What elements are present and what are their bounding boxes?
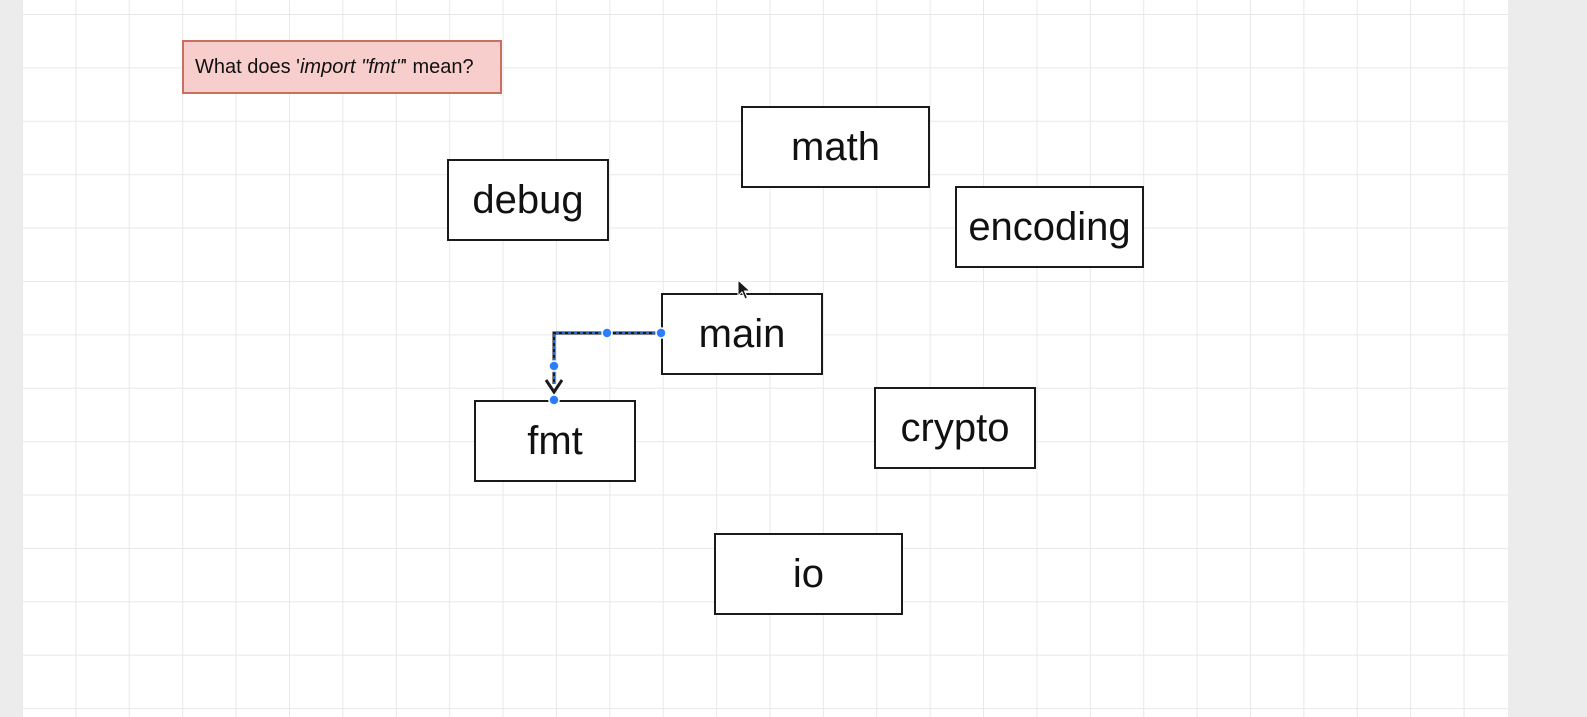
edge-source-handle[interactable]: [655, 327, 667, 339]
node-io-label: io: [792, 551, 825, 596]
node-encoding[interactable]: encoding: [955, 186, 1144, 268]
edge-main-to-fmt-line[interactable]: [552, 331, 661, 384]
diagram-canvas[interactable]: What does 'import "fmt"' mean? math debu…: [22, 0, 1508, 717]
node-encoding-label: encoding: [968, 204, 1131, 249]
node-main-label: main: [698, 311, 786, 356]
arrowhead-icon: [544, 379, 564, 395]
mouse-pointer-icon: [737, 279, 752, 300]
node-crypto[interactable]: crypto: [874, 387, 1036, 469]
right-gutter: [1508, 0, 1587, 717]
edge-main-to-fmt[interactable]: [544, 327, 667, 406]
note-text-code: import "fmt": [299, 55, 404, 78]
node-debug-label: debug: [472, 177, 584, 222]
node-debug[interactable]: debug: [447, 159, 609, 241]
node-math-label: math: [791, 124, 880, 169]
node-fmt-label: fmt: [527, 418, 583, 463]
node-fmt[interactable]: fmt: [474, 400, 636, 482]
node-crypto-label: crypto: [900, 405, 1010, 450]
edge-bend-handle[interactable]: [548, 360, 560, 372]
edge-target-handle[interactable]: [548, 394, 560, 406]
edge-midpoint-handle[interactable]: [601, 327, 613, 339]
node-io[interactable]: io: [714, 533, 903, 615]
note-text-prefix: What does ': [195, 55, 300, 78]
question-note[interactable]: What does 'import "fmt"' mean?: [182, 40, 502, 94]
node-math[interactable]: math: [741, 106, 930, 188]
edge-layer: [544, 327, 667, 406]
node-main[interactable]: main: [661, 293, 823, 375]
edge-selection-outline: [553, 332, 661, 384]
note-text-suffix: ' mean?: [403, 55, 474, 78]
